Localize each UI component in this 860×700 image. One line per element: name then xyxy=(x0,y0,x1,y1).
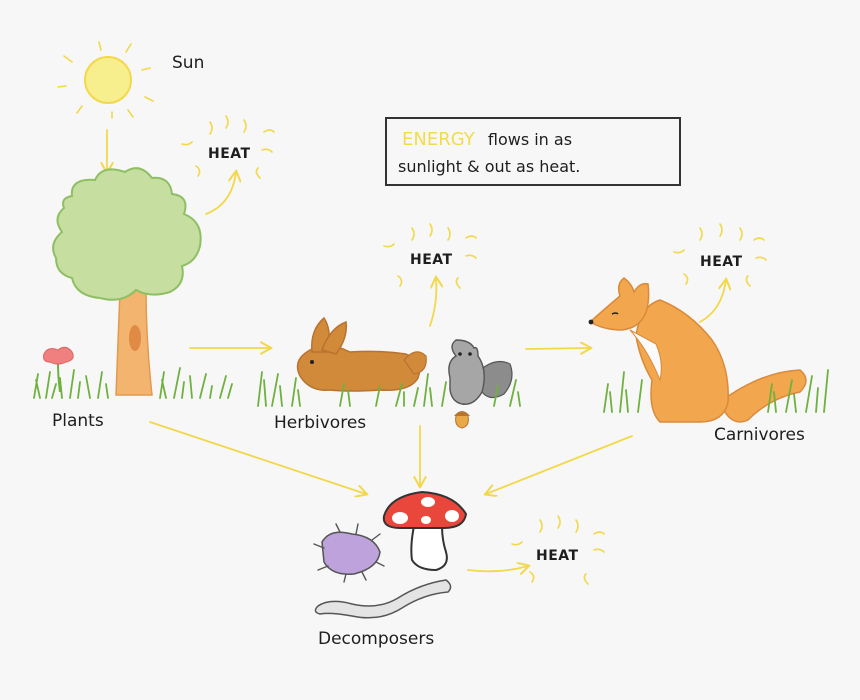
herbivores-heat-arrow xyxy=(429,278,436,327)
bug-icon xyxy=(313,523,385,583)
heat-rays-carnivores xyxy=(673,223,767,287)
tree-icon xyxy=(52,167,202,396)
carnivores-heat-label: HEAT xyxy=(700,254,743,270)
carnivores-heat-arrow xyxy=(699,280,726,323)
energy-highlight: ENERGY xyxy=(402,129,476,150)
plants-label: Plants xyxy=(52,411,104,431)
heat-rays-decomposers xyxy=(511,515,605,585)
carnivores-label: Carnivores xyxy=(714,425,805,445)
mushroom-icon xyxy=(382,490,468,572)
worm-icon xyxy=(314,579,452,619)
decomposers-heat-arrow xyxy=(467,566,528,571)
note-line2: sunlight & out as heat. xyxy=(398,157,580,176)
fox-icon xyxy=(588,277,807,423)
flower-icon xyxy=(43,346,74,393)
plants-heat-label: HEAT xyxy=(208,146,251,162)
rabbit-icon xyxy=(296,316,427,392)
herbivores-label: Herbivores xyxy=(274,413,366,433)
sun-icon xyxy=(57,41,154,119)
plants-to-decomposers-arrow xyxy=(149,421,366,494)
acorn-icon xyxy=(454,411,470,429)
herbivores-heat-label: HEAT xyxy=(410,252,453,268)
grass-carnivores-icon xyxy=(603,369,829,413)
herbivores-to-carnivores-arrow xyxy=(525,348,590,349)
svg-text:ENERGY flows in as: ENERGY flows in as xyxy=(402,129,572,150)
squirrel-icon xyxy=(448,339,513,405)
sun-label: Sun xyxy=(172,53,204,73)
note-line1: flows in as xyxy=(488,130,572,149)
decomposers-label: Decomposers xyxy=(318,629,434,649)
grass-plants-icon xyxy=(33,367,233,399)
heat-rays-plants xyxy=(181,115,275,179)
heat-rays-herbivores xyxy=(383,223,477,289)
energy-note-box: ENERGY flows in as sunlight & out as hea… xyxy=(385,117,681,186)
decomposers-heat-label: HEAT xyxy=(536,548,579,564)
grass-herbivores-icon xyxy=(257,371,521,407)
plants-heat-arrow xyxy=(205,172,236,215)
carnivores-to-decomposers-arrow xyxy=(486,435,633,494)
